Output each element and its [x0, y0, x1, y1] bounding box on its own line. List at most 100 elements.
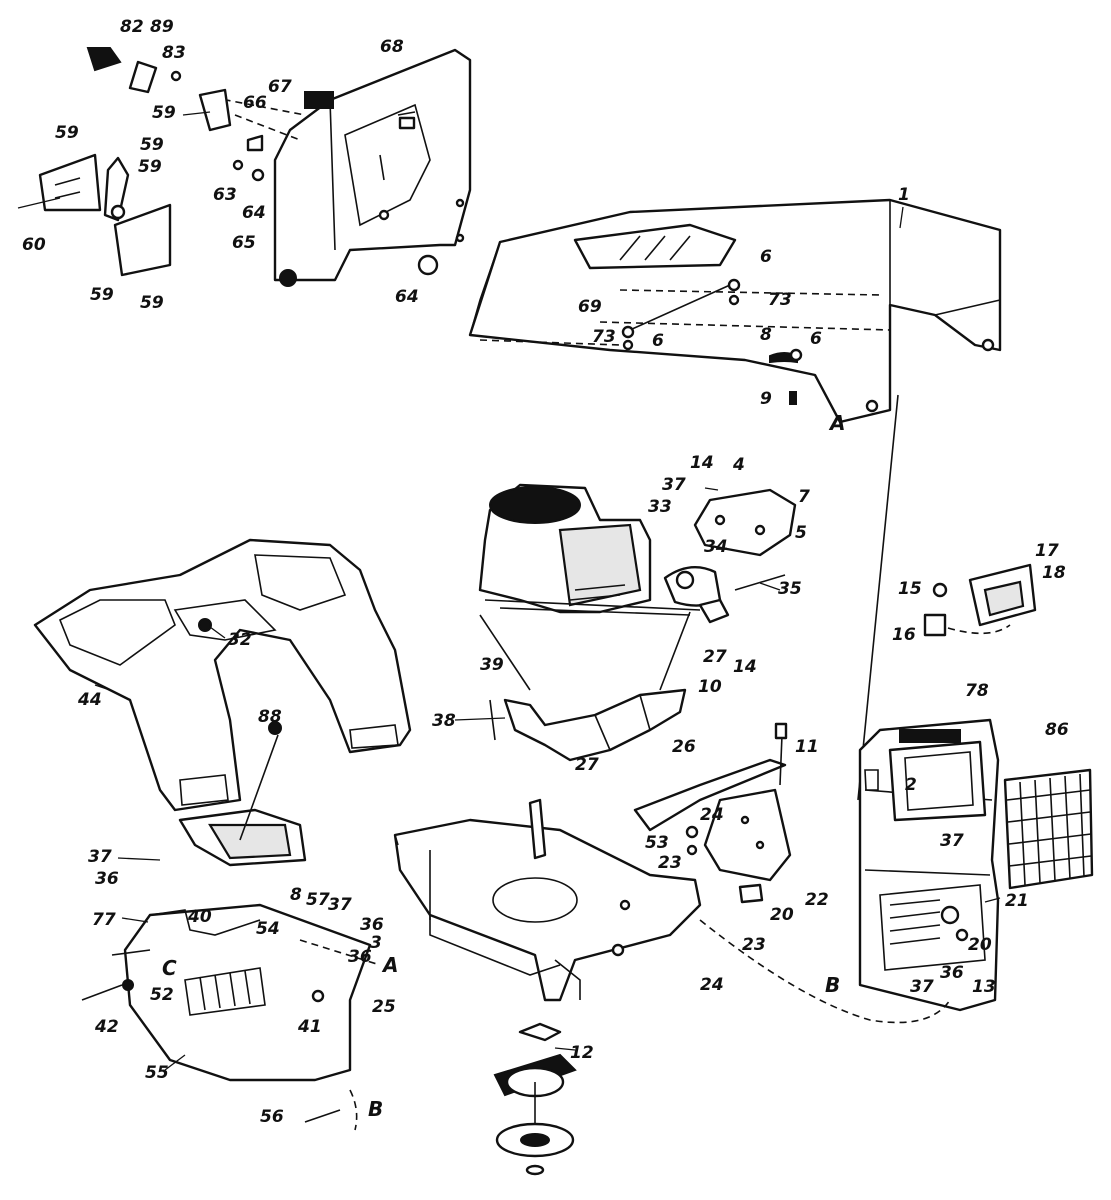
callout-40: 40: [187, 907, 212, 927]
callout-82: 82: [120, 17, 144, 37]
callout-21: 21: [1005, 891, 1029, 911]
callout-7: 7: [798, 487, 810, 507]
callout-38: 38: [432, 711, 456, 731]
callout-27-a: 27: [703, 647, 727, 667]
ref-letter-c: C: [162, 956, 177, 980]
callout-6-a: 6: [760, 247, 772, 267]
callout-11: 11: [795, 737, 819, 757]
callout-14-b: 14: [733, 657, 757, 677]
callout-34: 34: [704, 537, 728, 557]
grille-housing-part: [858, 718, 1000, 1012]
callout-86: 86: [1045, 720, 1069, 740]
callout-24-a: 24: [700, 805, 724, 825]
callout-89: 89: [150, 17, 174, 37]
lift-bracket-assembly: [17, 153, 172, 277]
callout-88: 88: [258, 707, 282, 727]
callout-73-b: 73: [592, 327, 616, 347]
callout-17: 17: [1035, 541, 1059, 561]
ref-letter-a-panel: A: [381, 953, 398, 977]
callout-9: 9: [760, 389, 772, 409]
callout-14-a: 14: [690, 453, 714, 473]
callout-15: 15: [898, 579, 922, 599]
footrest-pad-part: [178, 721, 307, 867]
callout-37-e: 37: [328, 895, 352, 915]
callout-69: 69: [578, 297, 602, 317]
callout-73-a: 73: [768, 290, 792, 310]
callout-1: 1: [898, 185, 910, 205]
callout-6-c: 6: [810, 329, 822, 349]
ref-letter-a-hood: A: [828, 411, 845, 435]
callout-63: 63: [213, 185, 237, 205]
callout-42: 42: [94, 1017, 119, 1037]
leader-lines: [94, 111, 1001, 1071]
callout-27-b: 27: [575, 755, 599, 775]
callout-4: 4: [732, 455, 745, 475]
hood-hardware: [621, 278, 803, 405]
callout-33: 33: [648, 497, 672, 517]
callout-25: 25: [372, 997, 396, 1017]
callout-32: 32: [228, 630, 252, 650]
callout-60: 60: [22, 235, 46, 255]
callout-37-a: 37: [662, 475, 686, 495]
callout-6-b: 6: [652, 331, 664, 351]
callout-16: 16: [892, 625, 916, 645]
callout-64-a: 64: [242, 203, 266, 223]
dash-parts-small: [86, 47, 439, 276]
ref-letter-b-panel: B: [368, 1097, 383, 1121]
callout-66: 66: [243, 93, 267, 113]
callout-2: 2: [905, 775, 917, 795]
bracket-4-part: [693, 488, 797, 591]
frame-part: [393, 798, 702, 1002]
callout-5: 5: [795, 523, 807, 543]
engine-part: [478, 483, 730, 691]
callout-39: 39: [480, 655, 504, 675]
callout-13: 13: [972, 977, 996, 997]
side-panel-part: [81, 903, 372, 1123]
ref-letter-b-grille: B: [825, 973, 840, 997]
callout-59-left: 59: [55, 123, 79, 143]
callout-37-b: 37: [88, 847, 112, 867]
headlight-part: [923, 563, 1037, 637]
callout-83: 83: [162, 43, 186, 63]
belt-guard-part: [489, 688, 687, 762]
callout-10: 10: [698, 677, 722, 697]
callout-57: 57: [306, 890, 330, 910]
callout-59-bottom-a: 59: [90, 285, 114, 305]
callout-26: 26: [672, 737, 696, 757]
callout-23-a: 23: [658, 853, 682, 873]
callout-44: 44: [77, 690, 102, 710]
callout-36-d: 36: [348, 947, 372, 967]
callout-78: 78: [965, 681, 989, 701]
hood-part: [468, 198, 1002, 801]
callout-24-b: 24: [700, 975, 724, 995]
callout-77: 77: [92, 910, 116, 930]
callout-41: 41: [297, 1017, 322, 1037]
callout-68: 68: [380, 37, 404, 57]
callout-36-a: 36: [95, 869, 119, 889]
callout-20-b: 20: [968, 935, 992, 955]
callout-59-top: 59: [152, 103, 176, 123]
pulley-part: [493, 1022, 577, 1176]
callout-55: 55: [145, 1063, 169, 1083]
callout-37-c: 37: [940, 831, 964, 851]
callout-53: 53: [645, 833, 669, 853]
callout-labels: 82 89 83 68 67 66 59 63 64 65 64 59 59 5…: [22, 17, 1069, 1127]
callout-67: 67: [268, 77, 292, 97]
mount-bracket-part: [633, 722, 792, 904]
callout-52: 52: [150, 985, 174, 1005]
callout-64-b: 64: [395, 287, 419, 307]
connection-lines: [299, 919, 951, 1131]
callout-22: 22: [805, 890, 829, 910]
callout-3: 3: [370, 933, 382, 953]
callout-56: 56: [260, 1107, 284, 1127]
callout-8-a: 8: [760, 325, 772, 345]
fender-part: [33, 538, 412, 812]
callout-37-d: 37: [910, 977, 934, 997]
callout-36-c: 36: [360, 915, 384, 935]
callout-54: 54: [256, 919, 280, 939]
callout-35: 35: [778, 579, 802, 599]
callout-59-bottom-b: 59: [140, 293, 164, 313]
callout-12: 12: [570, 1043, 594, 1063]
